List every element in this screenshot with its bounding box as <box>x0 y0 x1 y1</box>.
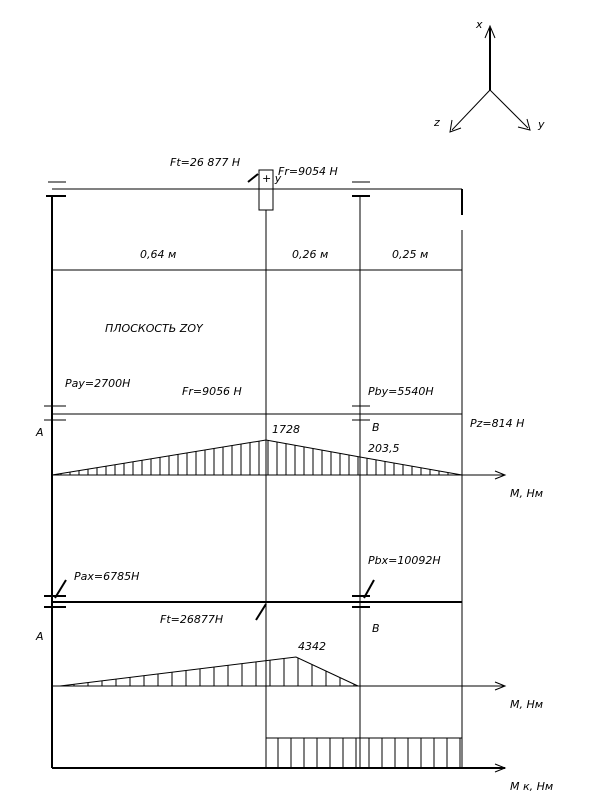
plane-zoy: ПЛОСКОСТЬ ZOY Pay=2700H Fr=9056 H Pby=55… <box>35 322 543 500</box>
plane-title: ПЛОСКОСТЬ ZOY <box>105 322 204 335</box>
fr-label-2: Fr=9056 H <box>182 385 242 398</box>
moment-diagram-zoy <box>51 439 463 476</box>
coordinate-axes: x z y <box>433 18 545 133</box>
moment-value-3: 4342 <box>298 640 326 653</box>
shaft-scheme: + y Ft=26 877 H Fr=9054 H 0,64 м 0,26 м … <box>46 156 463 271</box>
axis-z-label: z <box>433 116 440 129</box>
moment-axis-label: М, Нм <box>510 487 543 500</box>
dim-2: 0,26 м <box>292 248 328 261</box>
ft-label-2: Ft=26877H <box>160 613 223 626</box>
support-a: A <box>35 426 44 439</box>
moment-diagram-2 <box>59 656 359 687</box>
gear-mark: + y <box>262 172 282 185</box>
fr-label: Fr=9054 H <box>278 165 338 178</box>
plane-zox: Pax=6785H Pbx=10092H Ft=26877H A B 4342 … <box>35 554 543 711</box>
rbx-label: Pbx=10092H <box>368 554 441 567</box>
moment-value-2: 203,5 <box>368 442 400 455</box>
moment-value-1: 1728 <box>272 423 300 436</box>
rby-label: Pby=5540H <box>368 385 434 398</box>
rax-label: Pax=6785H <box>74 570 139 583</box>
dim-3: 0,25 м <box>392 248 428 261</box>
axis-x-label: x <box>475 18 483 31</box>
support-b-2: B <box>372 622 380 635</box>
ray-label: Pay=2700H <box>65 377 130 390</box>
axis-y-label: y <box>537 118 545 131</box>
support-b: B <box>372 421 380 434</box>
torque-diagram: М к, Нм <box>52 737 553 793</box>
ft-label: Ft=26 877 H <box>170 156 240 169</box>
moment-axis-label-2: М, Нм <box>510 698 543 711</box>
pz-label: Pz=814 H <box>470 417 524 430</box>
support-a-2: A <box>35 630 44 643</box>
dim-1: 0,64 м <box>140 248 176 261</box>
hatching <box>60 440 461 768</box>
torque-axis-label: М к, Нм <box>510 780 553 793</box>
